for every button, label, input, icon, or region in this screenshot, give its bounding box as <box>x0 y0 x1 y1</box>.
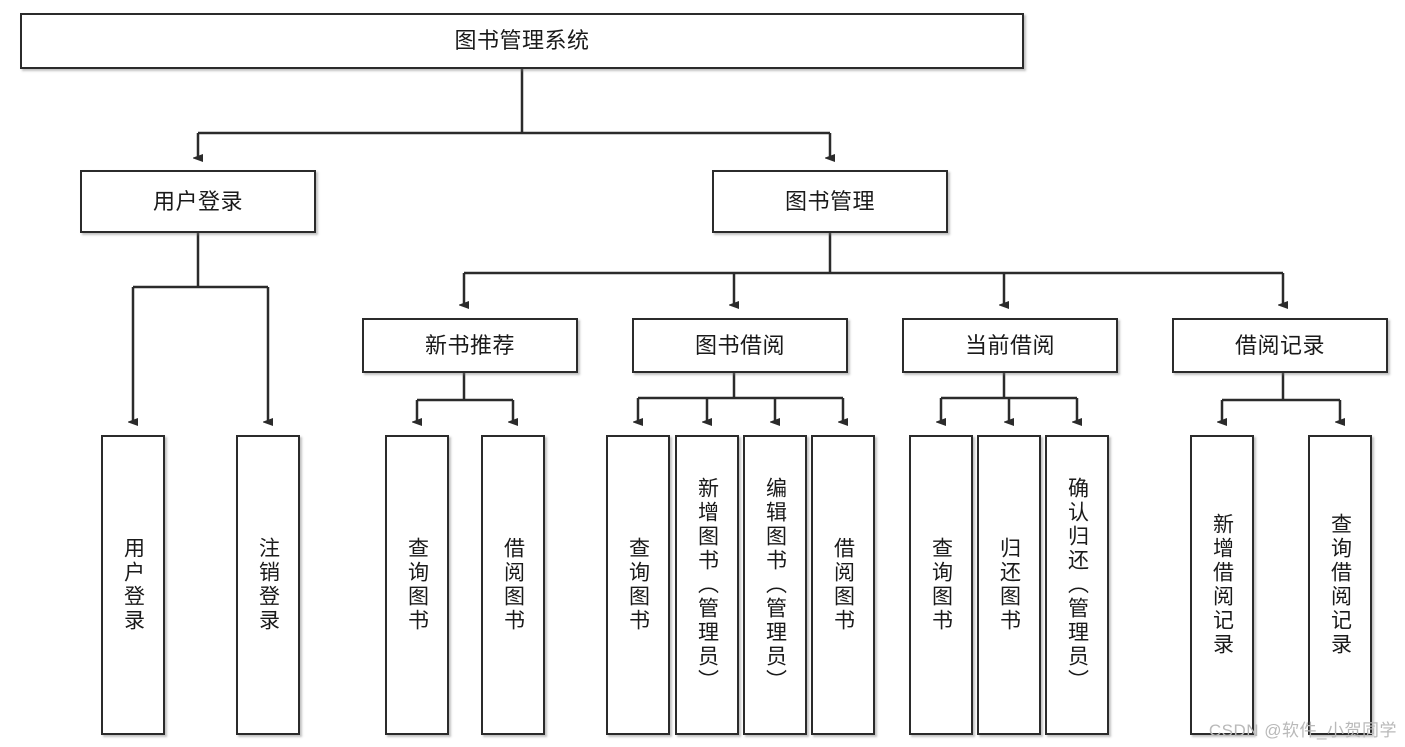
node-borrow-record-label: 借阅记录 <box>1234 332 1325 358</box>
node-leaf-add-borrow-record[interactable]: 新增借阅记录 <box>1190 435 1254 735</box>
node-leaf-borrow-book-2[interactable]: 借阅图书 <box>811 435 875 735</box>
node-book-borrow-label: 图书借阅 <box>694 332 785 358</box>
node-root-label: 图书管理系统 <box>454 28 590 54</box>
node-leaf-return-book-label: 归还图书 <box>997 537 1021 633</box>
node-current-borrow[interactable]: 当前借阅 <box>902 318 1118 373</box>
node-borrow-record[interactable]: 借阅记录 <box>1172 318 1388 373</box>
node-leaf-borrow-book-2-label: 借阅图书 <box>831 537 855 633</box>
node-leaf-query-book-2-label: 查询图书 <box>626 537 650 633</box>
node-book-borrow[interactable]: 图书借阅 <box>632 318 848 373</box>
node-user-login-label: 用户登录 <box>152 188 243 214</box>
node-leaf-user-login[interactable]: 用户登录 <box>101 435 165 735</box>
node-new-book-recommend-label: 新书推荐 <box>424 332 515 358</box>
node-leaf-borrow-book-1[interactable]: 借阅图书 <box>481 435 545 735</box>
node-book-manage-label: 图书管理 <box>784 188 875 214</box>
node-leaf-confirm-return-admin[interactable]: 确认归还（管理员） <box>1045 435 1109 735</box>
node-leaf-logout-login[interactable]: 注销登录 <box>236 435 300 735</box>
node-new-book-recommend[interactable]: 新书推荐 <box>362 318 578 373</box>
node-leaf-return-book[interactable]: 归还图书 <box>977 435 1041 735</box>
node-leaf-borrow-book-1-label: 借阅图书 <box>501 537 525 633</box>
node-root[interactable]: 图书管理系统 <box>20 13 1024 69</box>
node-leaf-query-book-2[interactable]: 查询图书 <box>606 435 670 735</box>
node-current-borrow-label: 当前借阅 <box>964 332 1055 358</box>
node-leaf-add-borrow-record-label: 新增借阅记录 <box>1210 513 1234 657</box>
node-leaf-edit-book-admin[interactable]: 编辑图书（管理员） <box>743 435 807 735</box>
node-leaf-edit-book-admin-label: 编辑图书（管理员） <box>763 477 787 693</box>
node-leaf-add-book-admin[interactable]: 新增图书（管理员） <box>675 435 739 735</box>
node-leaf-user-login-label: 用户登录 <box>121 537 145 633</box>
csdn-watermark: CSDN @软件_小贺同学 <box>1208 721 1397 740</box>
node-leaf-query-book-1-label: 查询图书 <box>405 537 429 633</box>
node-leaf-query-book-1[interactable]: 查询图书 <box>385 435 449 735</box>
node-leaf-confirm-return-admin-label: 确认归还（管理员） <box>1065 477 1089 693</box>
node-leaf-query-book-3-label: 查询图书 <box>929 537 953 633</box>
node-leaf-query-borrow-record-label: 查询借阅记录 <box>1328 513 1352 657</box>
node-leaf-query-borrow-record[interactable]: 查询借阅记录 <box>1308 435 1372 735</box>
node-book-manage[interactable]: 图书管理 <box>712 170 948 233</box>
node-user-login[interactable]: 用户登录 <box>80 170 316 233</box>
node-leaf-query-book-3[interactable]: 查询图书 <box>909 435 973 735</box>
node-leaf-add-book-admin-label: 新增图书（管理员） <box>695 477 719 693</box>
node-leaf-logout-login-label: 注销登录 <box>256 537 280 633</box>
